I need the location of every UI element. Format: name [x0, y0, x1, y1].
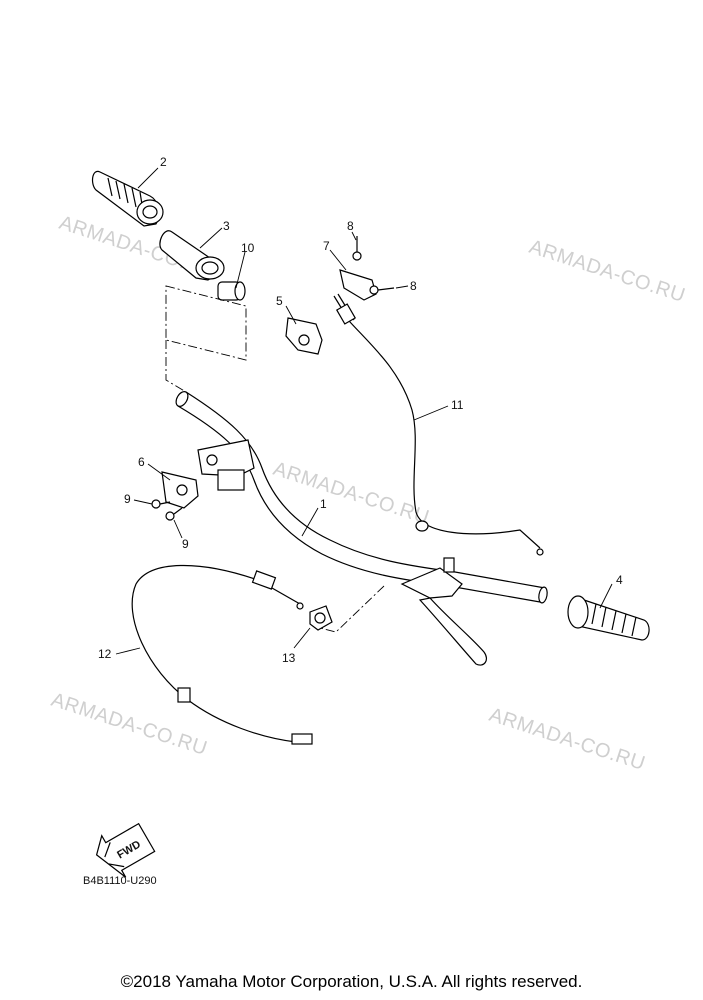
callout-3: 3 [223, 219, 230, 233]
callout-8-right: 8 [410, 279, 417, 293]
left-grip [91, 170, 164, 227]
callout-12: 12 [98, 647, 112, 661]
cable-bracket [339, 269, 377, 301]
clutch-lever [400, 557, 488, 666]
copyright-notice: ©2018 Yamaha Motor Corporation, U.S.A. A… [120, 972, 583, 991]
screw-9b [165, 507, 183, 521]
handlebar [175, 391, 548, 604]
throttle-grip [159, 230, 225, 281]
watermark-5: ARMADA-CO.RU [486, 704, 648, 775]
callout-6: 6 [138, 455, 145, 469]
watermark-3: ARMADA-CO.RU [270, 458, 432, 529]
bolt-8b [369, 285, 395, 295]
right-grip [567, 595, 650, 641]
fwd-arrow-icon: FWD [95, 822, 156, 878]
callout-9-bottom: 9 [182, 537, 189, 551]
throttle-cable [333, 293, 544, 556]
bolt-8a [352, 236, 362, 261]
leader-lines [115, 167, 613, 655]
watermark-2: ARMADA-CO.RU [526, 236, 688, 307]
alignment-line-right [319, 585, 385, 633]
callout-9-left: 9 [124, 492, 131, 506]
alignment-box [165, 285, 247, 361]
callout-11: 11 [451, 398, 464, 412]
callout-4: 4 [616, 573, 623, 587]
holder [161, 471, 199, 509]
callout-2: 2 [160, 155, 167, 169]
callout-5: 5 [276, 294, 283, 308]
callout-10: 10 [241, 241, 255, 255]
callout-13: 13 [282, 651, 296, 665]
cable-adjuster [309, 605, 333, 631]
clutch-cable [131, 564, 313, 745]
callout-7: 7 [323, 239, 330, 253]
screw-9a [151, 499, 171, 509]
diagram-code: B4B1110-U290 [83, 875, 157, 887]
callout-8-top: 8 [347, 219, 354, 233]
collar [217, 281, 246, 301]
callout-1: 1 [320, 497, 327, 511]
alignment-line-left [165, 340, 187, 393]
throttle-housing [285, 317, 323, 355]
master-cylinder [197, 439, 255, 491]
